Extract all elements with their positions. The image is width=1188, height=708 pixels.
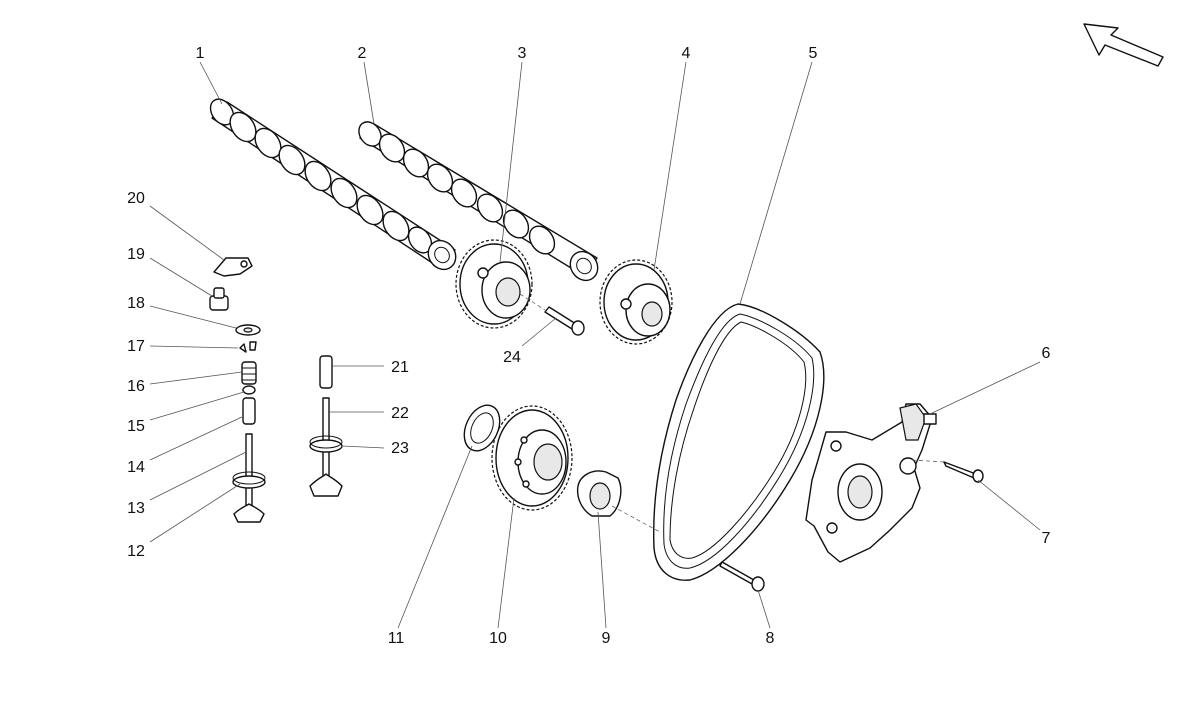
leader-16 — [149, 371, 243, 385]
hub-9[interactable] — [576, 470, 661, 533]
camshaft-2-lobes — [358, 121, 599, 282]
leader-24 — [521, 317, 557, 347]
callout-3: 3 — [518, 45, 527, 62]
leader-lines — [149, 61, 1041, 629]
callout-23: 23 — [391, 440, 409, 457]
callout-7: 7 — [1042, 530, 1051, 547]
valve-seal-12[interactable] — [232, 471, 266, 489]
valve-seal-23[interactable] — [309, 435, 343, 453]
hydraulic-tappet-19[interactable] — [209, 287, 229, 311]
washer-11[interactable] — [457, 399, 506, 456]
cam-phaser-3[interactable] — [455, 239, 533, 329]
direction-arrow-icon — [1083, 23, 1164, 67]
bolt-8[interactable] — [719, 561, 765, 592]
leader-4 — [653, 61, 687, 271]
callout-6: 6 — [1042, 345, 1051, 362]
callout-12: 12 — [127, 543, 145, 560]
valve-spring-16[interactable] — [241, 361, 257, 385]
callout-20: 20 — [127, 190, 145, 207]
cam-phaser-4[interactable] — [599, 259, 673, 345]
exhaust-valve-13[interactable] — [233, 433, 265, 523]
leader-20 — [149, 205, 225, 261]
callout-14: 14 — [127, 459, 145, 476]
callout-4: 4 — [682, 45, 691, 62]
leader-2 — [363, 61, 375, 125]
leader-15 — [149, 391, 245, 421]
leader-7 — [977, 479, 1041, 531]
intake-valve-22[interactable] — [309, 397, 343, 497]
callout-17: 17 — [127, 338, 145, 355]
callout-22: 22 — [391, 405, 409, 422]
leader-23 — [341, 445, 385, 449]
leader-12 — [149, 483, 241, 543]
camshaft-2[interactable] — [354, 118, 603, 286]
callout-18: 18 — [127, 295, 145, 312]
camshaft-1-lobes — [209, 98, 457, 271]
leader-9 — [597, 511, 607, 629]
timing-chain-5[interactable] — [653, 303, 825, 581]
leader-8 — [757, 589, 771, 629]
leader-19 — [149, 257, 213, 297]
valve-guide-14[interactable] — [242, 397, 256, 425]
callout-5: 5 — [809, 45, 818, 62]
leader-18 — [149, 305, 237, 329]
bolt-7[interactable] — [943, 461, 984, 483]
leader-13 — [149, 451, 247, 501]
callout-labels: 1 2 3 4 5 6 7 8 9 10 11 12 13 14 15 16 1… — [127, 45, 1050, 647]
leader-1 — [199, 61, 223, 105]
camshaft-1[interactable] — [206, 95, 461, 275]
leader-5 — [739, 61, 813, 305]
spring-retainer-18[interactable] — [235, 324, 261, 336]
callout-24: 24 — [503, 349, 521, 366]
rocker-arm-20[interactable] — [213, 257, 253, 277]
callout-1: 1 — [196, 45, 205, 62]
callout-8: 8 — [766, 630, 775, 647]
timing-cover-6[interactable] — [805, 403, 945, 563]
callout-16: 16 — [127, 378, 145, 395]
leader-11 — [397, 445, 473, 629]
callout-10: 10 — [489, 630, 507, 647]
callout-11: 11 — [388, 630, 405, 647]
callout-21: 21 — [391, 359, 409, 376]
callout-2: 2 — [358, 45, 367, 62]
valve-collets-17[interactable] — [239, 341, 257, 353]
leader-10 — [497, 497, 515, 629]
callout-13: 13 — [127, 500, 145, 517]
valve-guide-21[interactable] — [319, 355, 333, 389]
sprocket-10[interactable] — [491, 405, 573, 511]
leader-14 — [149, 415, 245, 461]
callout-9: 9 — [602, 630, 611, 647]
leader-3 — [499, 61, 523, 263]
bolt-24[interactable] — [519, 293, 585, 336]
spring-seat-15[interactable] — [242, 385, 256, 395]
callout-15: 15 — [127, 418, 145, 435]
leader-6 — [929, 361, 1041, 415]
callout-19: 19 — [127, 246, 145, 263]
leader-17 — [149, 345, 239, 349]
